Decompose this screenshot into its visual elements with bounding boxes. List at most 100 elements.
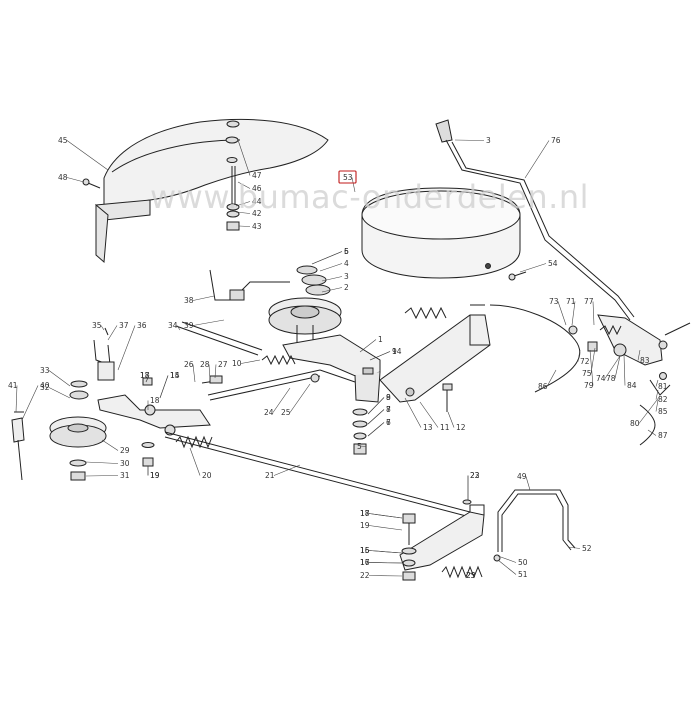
leader-line-79	[589, 349, 594, 386]
leader-line-27	[214, 364, 217, 379]
leader-line-19	[368, 525, 403, 531]
bracket-40-41	[11, 411, 25, 481]
leader-line-51	[497, 559, 517, 575]
part-label-17: 17	[360, 558, 370, 567]
part-label-16: 16	[360, 546, 370, 555]
idler-bracket	[282, 334, 381, 403]
leader-line-22	[368, 575, 403, 577]
part-label-30: 30	[120, 459, 130, 468]
part-label-10: 10	[232, 359, 242, 368]
bolt-12	[442, 383, 453, 412]
leader-line-83	[637, 349, 641, 361]
part-label-5: 5	[344, 247, 349, 256]
leader-line-87	[647, 429, 657, 436]
spring-top	[404, 306, 447, 320]
rod-49-52	[493, 489, 576, 562]
leader-line-38	[192, 295, 215, 301]
leader-line-17	[145, 375, 150, 383]
part-label-82: 82	[658, 395, 668, 404]
part-label-14: 14	[170, 371, 180, 380]
part-label-51: 51	[518, 570, 528, 579]
part-label-9: 9	[392, 347, 397, 356]
leader-line-1	[359, 339, 377, 353]
leader-line-84	[623, 354, 626, 386]
leader-line-53	[351, 177, 356, 193]
part-label-17: 17	[140, 371, 150, 380]
bolt-stack-16-19-left	[141, 377, 155, 467]
part-label-44: 44	[252, 197, 262, 206]
leader-line-25	[289, 383, 311, 413]
part-label-31: 31	[120, 471, 130, 480]
part-label-71: 71	[566, 297, 576, 306]
leader-line-32	[48, 387, 71, 399]
leader-line-5	[359, 445, 367, 447]
leader-line-17	[368, 562, 403, 564]
part-label-6: 6	[344, 247, 349, 256]
part-label-18: 18	[150, 396, 160, 405]
leader-line-33	[48, 370, 71, 387]
part-label-36: 36	[137, 321, 147, 330]
part-label-75: 75	[582, 369, 592, 378]
part-label-79: 79	[584, 381, 594, 390]
part-label-83: 83	[640, 356, 650, 365]
part-label-78: 78	[606, 374, 616, 383]
part-label-41: 41	[8, 381, 18, 390]
bracket-35-37	[93, 327, 115, 381]
part-label-22: 22	[470, 471, 480, 480]
leader-line-40	[21, 385, 39, 421]
leader-line-76	[524, 140, 550, 179]
part-label-14: 14	[392, 347, 402, 356]
part-label-18: 18	[360, 509, 370, 518]
leader-line-12	[447, 411, 455, 428]
leader-line-9	[367, 397, 385, 415]
leader-line-25	[467, 571, 476, 576]
latch-mechanism	[568, 314, 691, 446]
leader-line-49	[525, 476, 531, 491]
part-label-81: 81	[658, 382, 668, 391]
part-label-43: 43	[252, 222, 262, 231]
leader-line-8	[367, 409, 385, 425]
part-label-1: 1	[378, 335, 383, 344]
part-label-6: 6	[386, 418, 391, 427]
part-label-15: 15	[360, 546, 370, 555]
part-label-5: 5	[357, 442, 362, 451]
leader-line-16	[368, 550, 403, 554]
leader-line-6	[311, 251, 343, 265]
part-label-85: 85	[658, 407, 668, 416]
part-label-38: 38	[184, 296, 194, 305]
part-label-52: 52	[582, 544, 592, 553]
leader-line-48	[66, 177, 85, 183]
leader-line-10	[240, 359, 261, 364]
part-label-80: 80	[630, 419, 640, 428]
leader-line-41	[15, 385, 18, 413]
part-label-18: 18	[140, 371, 150, 380]
leader-line-3	[454, 139, 485, 141]
leader-line-71	[571, 301, 576, 326]
part-label-19: 19	[360, 521, 370, 530]
leader-line-14	[369, 351, 391, 361]
leader-line-52	[567, 546, 581, 549]
part-label-84: 84	[627, 381, 637, 390]
part-label-23: 23	[466, 571, 476, 580]
part-label-20: 20	[202, 471, 212, 480]
leader-line-81	[655, 379, 659, 387]
leader-line-36	[117, 325, 136, 371]
spring-lower-20	[175, 435, 213, 449]
belt-cover-53	[361, 187, 521, 279]
part-label-73: 73	[549, 297, 559, 306]
leader-line-86	[546, 369, 557, 387]
part-label-33: 33	[40, 366, 50, 375]
leader-line-47	[237, 139, 251, 176]
tension-plate	[379, 314, 491, 403]
part-label-34: 34	[168, 321, 178, 330]
leader-line-85	[655, 399, 659, 412]
part-label-19: 19	[150, 471, 160, 480]
leader-line-13	[404, 397, 422, 428]
part-label-3: 3	[486, 136, 491, 145]
lift-lever	[435, 119, 635, 321]
part-label-54: 54	[548, 259, 558, 268]
engine-pulley-assembly	[268, 265, 342, 345]
part-label-42: 42	[252, 209, 262, 218]
part-label-26: 26	[184, 360, 194, 369]
part-label-21: 21	[265, 471, 275, 480]
